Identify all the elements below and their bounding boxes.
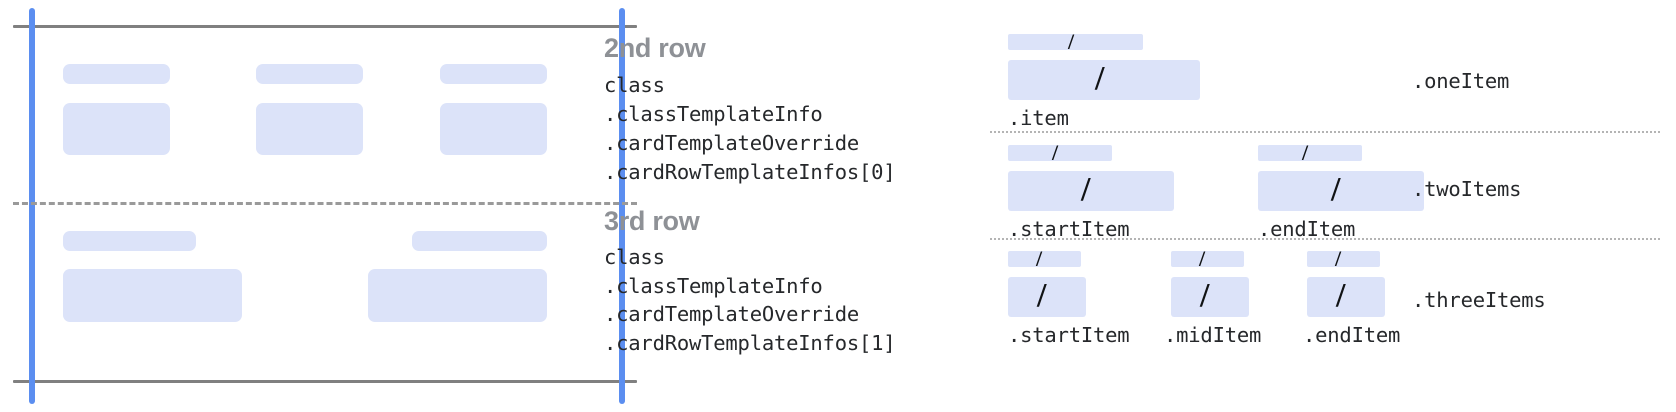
row-3-col-2-label-block: [412, 231, 547, 251]
slot-end-item-label: .endItem: [1258, 217, 1356, 241]
slot-end-item-body: /: [1258, 171, 1424, 211]
row-3-code-line-1: class: [604, 245, 665, 269]
slash-icon: /: [1095, 60, 1105, 97]
row-3-heading: 3rd row: [604, 206, 700, 236]
row-divider-dashed: [13, 202, 637, 205]
slash-icon: /: [1331, 171, 1341, 208]
slash-icon: /: [1037, 277, 1047, 314]
slot-start-item-body: /: [1008, 277, 1086, 317]
slot-end-item-cap: /: [1258, 145, 1362, 161]
slash-icon: /: [1335, 251, 1342, 267]
slot-start-item-cap: /: [1008, 145, 1112, 161]
slot-item-label: .item: [1008, 106, 1069, 130]
row-3-code-line-4: .cardRowTemplateInfos[1]: [604, 331, 896, 355]
card-left-edge-bar: [29, 8, 35, 404]
slot-mid-item-label: .midItem: [1164, 323, 1262, 347]
slot-item: / / .item: [1008, 34, 1200, 130]
row-3-col-1-content-block: [63, 269, 242, 322]
slot-mid-item-body: /: [1171, 277, 1249, 317]
row-2-heading: 2nd row: [604, 33, 706, 63]
item-layout-variants: / / .item .oneItem / / .startItem: [964, 0, 1676, 412]
layout-three-items-label: .threeItems: [1412, 288, 1546, 312]
layout-two-items-label: .twoItems: [1412, 177, 1522, 201]
slot-start-item: / / .startItem: [1008, 145, 1174, 241]
slot-end-item-body: /: [1307, 277, 1385, 317]
card-bottom-edge-rule: [13, 380, 637, 383]
slot-start-item-label: .startItem: [1008, 323, 1130, 347]
slash-icon: /: [1052, 145, 1059, 161]
slash-icon: /: [1302, 145, 1309, 161]
layout-divider-2: [990, 238, 1660, 240]
slash-icon: /: [1199, 251, 1206, 267]
slash-icon: /: [1068, 34, 1075, 50]
slot-end-item-label: .endItem: [1303, 323, 1401, 347]
slash-icon: /: [1200, 277, 1210, 314]
slot-item-cap: /: [1008, 34, 1143, 50]
row-2-col-1-label-block: [63, 64, 170, 84]
row-2-code-line-3: .cardTemplateOverride: [604, 131, 859, 155]
slash-icon: /: [1336, 277, 1346, 314]
slot-end-item-cap: /: [1307, 251, 1380, 267]
row-3-code-line-2: .classTemplateInfo: [604, 274, 823, 298]
slot-start-item-body: /: [1008, 171, 1174, 211]
row-2-code-line-2: .classTemplateInfo: [604, 102, 823, 126]
row-2-col-3-label-block: [440, 64, 547, 84]
row-2-col-1-content-block: [63, 103, 170, 155]
row-2-col-2-content-block: [256, 103, 363, 155]
slot-mid-item: / / .midItem: [1164, 251, 1261, 347]
slot-mid-item-cap: /: [1171, 251, 1244, 267]
slot-start-item-cap: /: [1008, 251, 1081, 267]
slot-start-item: / / .startItem: [1008, 251, 1130, 347]
card-top-edge-rule: [13, 25, 637, 28]
slot-end-item: / / .endItem: [1258, 145, 1424, 241]
slot-end-item: / / .endItem: [1303, 251, 1400, 347]
row-2-col-2-label-block: [256, 64, 363, 84]
layout-divider-1: [990, 131, 1660, 133]
slash-icon: /: [1081, 171, 1091, 208]
slot-item-body: /: [1008, 60, 1200, 100]
card-right-edge-bar: [619, 8, 625, 404]
row-2-code-line-4: .cardRowTemplateInfos[0]: [604, 160, 896, 184]
row-descriptions: 2nd row class .classTemplateInfo .cardTe…: [604, 0, 964, 412]
row-3-code-line-3: .cardTemplateOverride: [604, 302, 859, 326]
row-3-col-1-label-block: [63, 231, 196, 251]
row-2-col-3-content-block: [440, 103, 547, 155]
row-2-code-line-1: class: [604, 73, 665, 97]
slash-icon: /: [1036, 251, 1043, 267]
card-rows-diagram: [0, 0, 640, 412]
layout-one-item-label: .oneItem: [1412, 69, 1510, 93]
slot-start-item-label: .startItem: [1008, 217, 1130, 241]
row-3-col-2-content-block: [368, 269, 547, 322]
